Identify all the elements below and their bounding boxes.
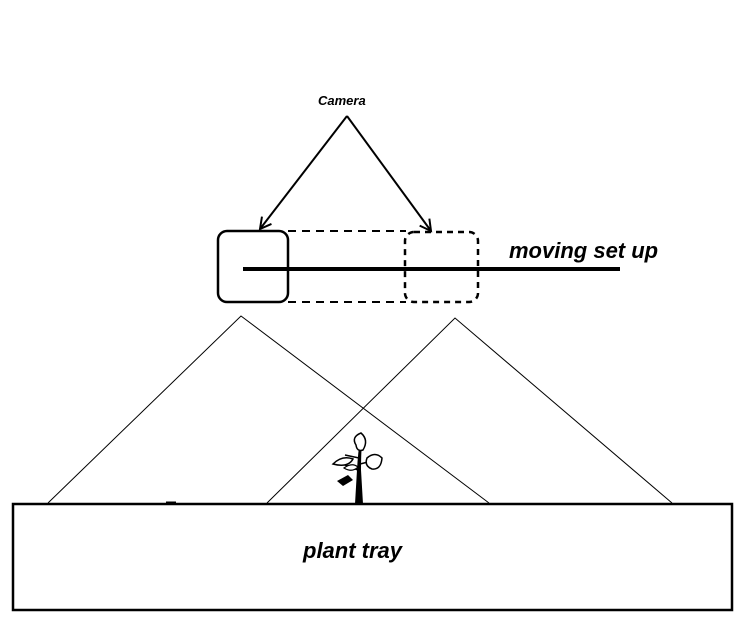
camera-arrows [260,115,431,231]
arrow-to-start-position [260,115,348,229]
camera-label: Camera [318,93,366,108]
fov-end [266,317,673,504]
rail-label: moving set up [509,238,658,263]
leaf-lower [337,475,353,486]
tray-label: plant tray [302,538,404,563]
leaf-mid [342,464,359,471]
arrow-to-end-position [346,115,431,231]
fov-start [47,315,490,504]
leaf-left [331,457,355,466]
camera-box-end [403,230,480,304]
plant-tray [11,502,734,612]
camera-box-start [216,229,290,304]
leaf-right [365,453,383,470]
field-of-view [47,315,673,504]
leaf-top [353,432,367,452]
travel-path [288,230,406,303]
plant-icon [331,432,383,504]
